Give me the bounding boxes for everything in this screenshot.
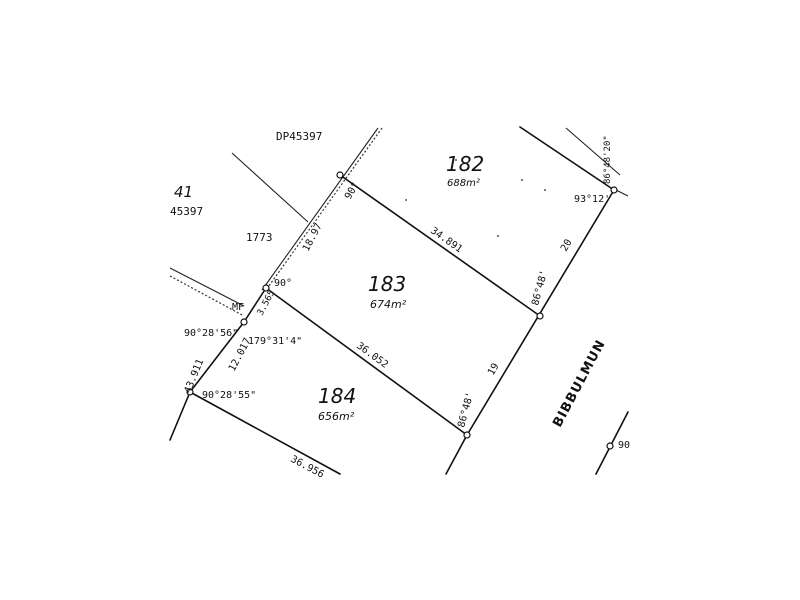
marker-mf: MF (232, 302, 244, 313)
scan-speck (497, 235, 499, 237)
peg-right-partial (606, 442, 614, 450)
adjacent-lot-partial-label: 1773 (246, 231, 273, 244)
lot-182-number: 182 (446, 152, 484, 176)
peg-182-right (610, 186, 618, 194)
rear-boundary-line-outer (261, 127, 379, 291)
bearing-182-right: 93°12' (574, 194, 610, 205)
adjacent-lot-number: 41 (174, 183, 193, 201)
dim-lot183-frontage: 20 (559, 238, 575, 254)
rear-boundary-lot184 (189, 321, 245, 393)
rear-boundary-lower (243, 287, 267, 323)
peg-182-top (336, 171, 344, 179)
neighbour-line-b (169, 267, 245, 307)
lot-183-area: 674m² (370, 298, 407, 311)
lot182-183-boundary (339, 174, 541, 317)
lot-184-area: 656m² (318, 410, 355, 423)
lot-184-number: 184 (318, 384, 356, 408)
peg-184-front (463, 431, 471, 439)
corner-line (615, 189, 629, 197)
bearing-mf-east: 179°31'4" (248, 336, 302, 347)
scan-speck (405, 199, 407, 201)
lot182-right-boundary (519, 126, 615, 191)
scan-speck (521, 179, 523, 181)
bearing-mf-west: 90°28'56" (184, 328, 238, 339)
lot182-right-edge (565, 127, 621, 176)
lot-183-number: 183 (368, 272, 406, 296)
lot183-184-boundary (265, 287, 468, 436)
rear-boundary-line (265, 127, 383, 291)
lot184-south-boundary (189, 391, 341, 475)
peg-mf (240, 318, 248, 326)
scan-speck (544, 189, 546, 191)
peg-184-rear (186, 388, 194, 396)
peg-183-front (536, 312, 544, 320)
bearing-184-west: 90°28'55" (202, 390, 256, 401)
dim-lot184-frontage: 19 (486, 362, 502, 378)
adjacent-lot-plan-ref: 45397 (170, 205, 203, 218)
lot-182-area: 688m² (447, 178, 480, 189)
bearing-183-rear: 90° (274, 278, 292, 289)
neighbour-line-a (231, 152, 309, 223)
street-frontage-lower (445, 434, 468, 475)
plan-reference: DP45397 (276, 130, 322, 143)
rear-boundary-bottom (169, 391, 191, 441)
scan-speck (455, 159, 457, 161)
peg-183-rear (262, 284, 270, 292)
bearing-right-partial: 90 (618, 440, 630, 451)
bearing-182-edge: 86°48'20" (603, 135, 613, 184)
street-right-line (595, 411, 629, 475)
